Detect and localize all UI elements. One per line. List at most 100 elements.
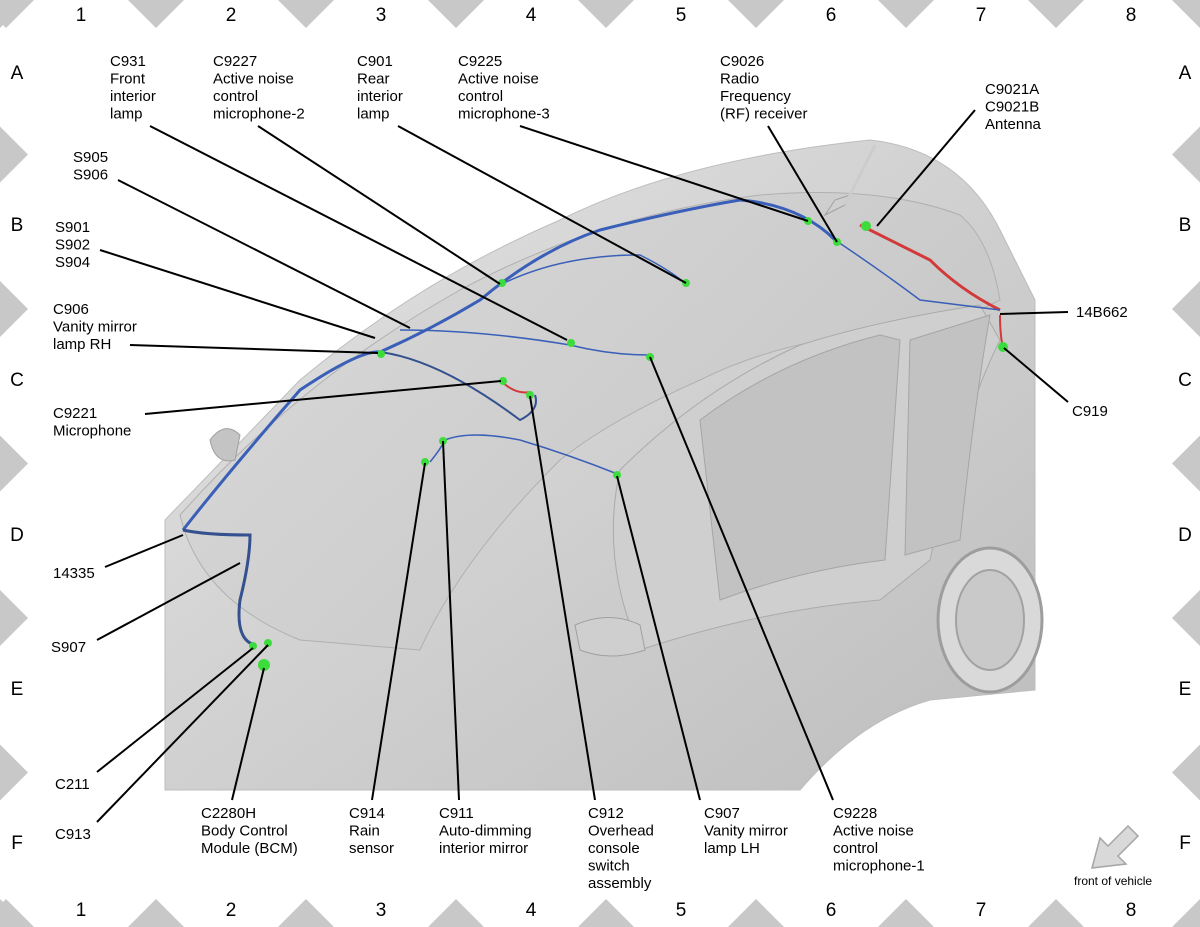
grid-row-label: C <box>1178 370 1192 391</box>
callout-line: C9221 <box>53 405 97 422</box>
connector-marker <box>499 377 507 385</box>
callout-c913: C913 <box>55 826 91 843</box>
frame-tick <box>728 899 784 927</box>
callout-line: assembly <box>588 875 652 892</box>
grid-column-label: 4 <box>526 900 537 921</box>
grid-row-label: D <box>1178 525 1192 546</box>
frame-tick <box>0 281 28 337</box>
callout-line: microphone-2 <box>213 106 305 123</box>
callout-line: control <box>833 840 878 857</box>
callout-line: Body Control <box>201 823 288 840</box>
grid-row-label: F <box>11 833 23 854</box>
connector-marker <box>498 279 506 287</box>
grid-row-label: B <box>11 215 24 236</box>
callout-line: sensor <box>349 840 394 857</box>
frame-tick <box>0 0 28 28</box>
frame-tick <box>1172 744 1200 801</box>
frame-tick <box>1172 590 1200 646</box>
grid-row-label: F <box>1179 833 1191 854</box>
callout-line: console <box>588 840 640 857</box>
callout-line: C2280H <box>201 805 256 822</box>
callout-line: S904 <box>55 254 90 271</box>
callout-line: C914 <box>349 805 385 822</box>
callout-line: Frequency <box>720 88 791 105</box>
grid-column-label: 4 <box>526 5 537 26</box>
callout-line: 14B662 <box>1076 304 1128 321</box>
callout-line: C9227 <box>213 53 257 70</box>
callout-14b662: 14B662 <box>1076 304 1128 321</box>
callout-line: Rear <box>357 71 390 88</box>
callout-line: Module (BCM) <box>201 840 298 857</box>
callout-line: C906 <box>53 301 89 318</box>
grid-column-label: 2 <box>226 900 237 921</box>
leader-lines <box>96 109 1069 823</box>
callout-line: C9021B <box>985 99 1039 116</box>
frame-tick <box>0 899 28 927</box>
callout-line: C9026 <box>720 53 764 70</box>
callout-line: Overhead <box>588 823 654 840</box>
connector-marker <box>258 659 270 671</box>
grid-column-label: 8 <box>1126 900 1137 921</box>
frame-tick <box>0 435 28 492</box>
frame-tick <box>128 0 184 28</box>
callout-line: switch <box>588 858 630 875</box>
connector-marker <box>377 350 385 358</box>
frame-tick <box>428 0 484 28</box>
frame-tick <box>1172 899 1200 927</box>
connector-marker <box>249 642 257 650</box>
callout-line: Active noise <box>833 823 914 840</box>
grid-row-label: C <box>10 370 24 391</box>
grid-column-label: 2 <box>226 5 237 26</box>
frame-tick <box>1028 0 1084 28</box>
frame-tick <box>278 899 334 927</box>
grid-column-label: 5 <box>676 900 687 921</box>
frame-tick <box>1172 0 1200 28</box>
frame-tick <box>0 126 28 183</box>
grid-row-label: A <box>1179 63 1192 84</box>
callout-line: C9021A <box>985 81 1039 98</box>
callout-line: Vanity mirror <box>704 823 788 840</box>
frame-tick <box>1172 435 1200 492</box>
callout-line: Microphone <box>53 423 131 440</box>
frame-tick <box>1172 126 1200 183</box>
grid-column-label: 3 <box>376 5 387 26</box>
connector-marker <box>421 458 429 466</box>
wiring-harness <box>181 198 1004 647</box>
callout-c211: C211 <box>55 776 90 793</box>
grid-column-label: 8 <box>1126 5 1137 26</box>
connector-marker <box>613 471 621 479</box>
connector-marker <box>861 221 871 231</box>
callout-line: C913 <box>55 826 91 843</box>
callout-line: lamp <box>110 106 143 123</box>
grid-row-label: B <box>1179 215 1192 236</box>
callout-line: 14335 <box>53 565 95 582</box>
callout-line: interior <box>357 88 403 105</box>
frame-tick <box>1172 281 1200 337</box>
callout-line: microphone-1 <box>833 858 925 875</box>
callout-line: Active noise <box>458 71 539 88</box>
callout-line: C9228 <box>833 805 877 822</box>
callout-line: Antenna <box>985 116 1042 133</box>
frame-tick <box>878 899 934 927</box>
front-arrow-icon <box>1090 824 1140 869</box>
front-of-vehicle-label: front of vehicle <box>1074 874 1152 888</box>
callout-line: S902 <box>55 237 90 254</box>
callout-line: S901 <box>55 219 90 236</box>
callout-line: control <box>213 88 258 105</box>
